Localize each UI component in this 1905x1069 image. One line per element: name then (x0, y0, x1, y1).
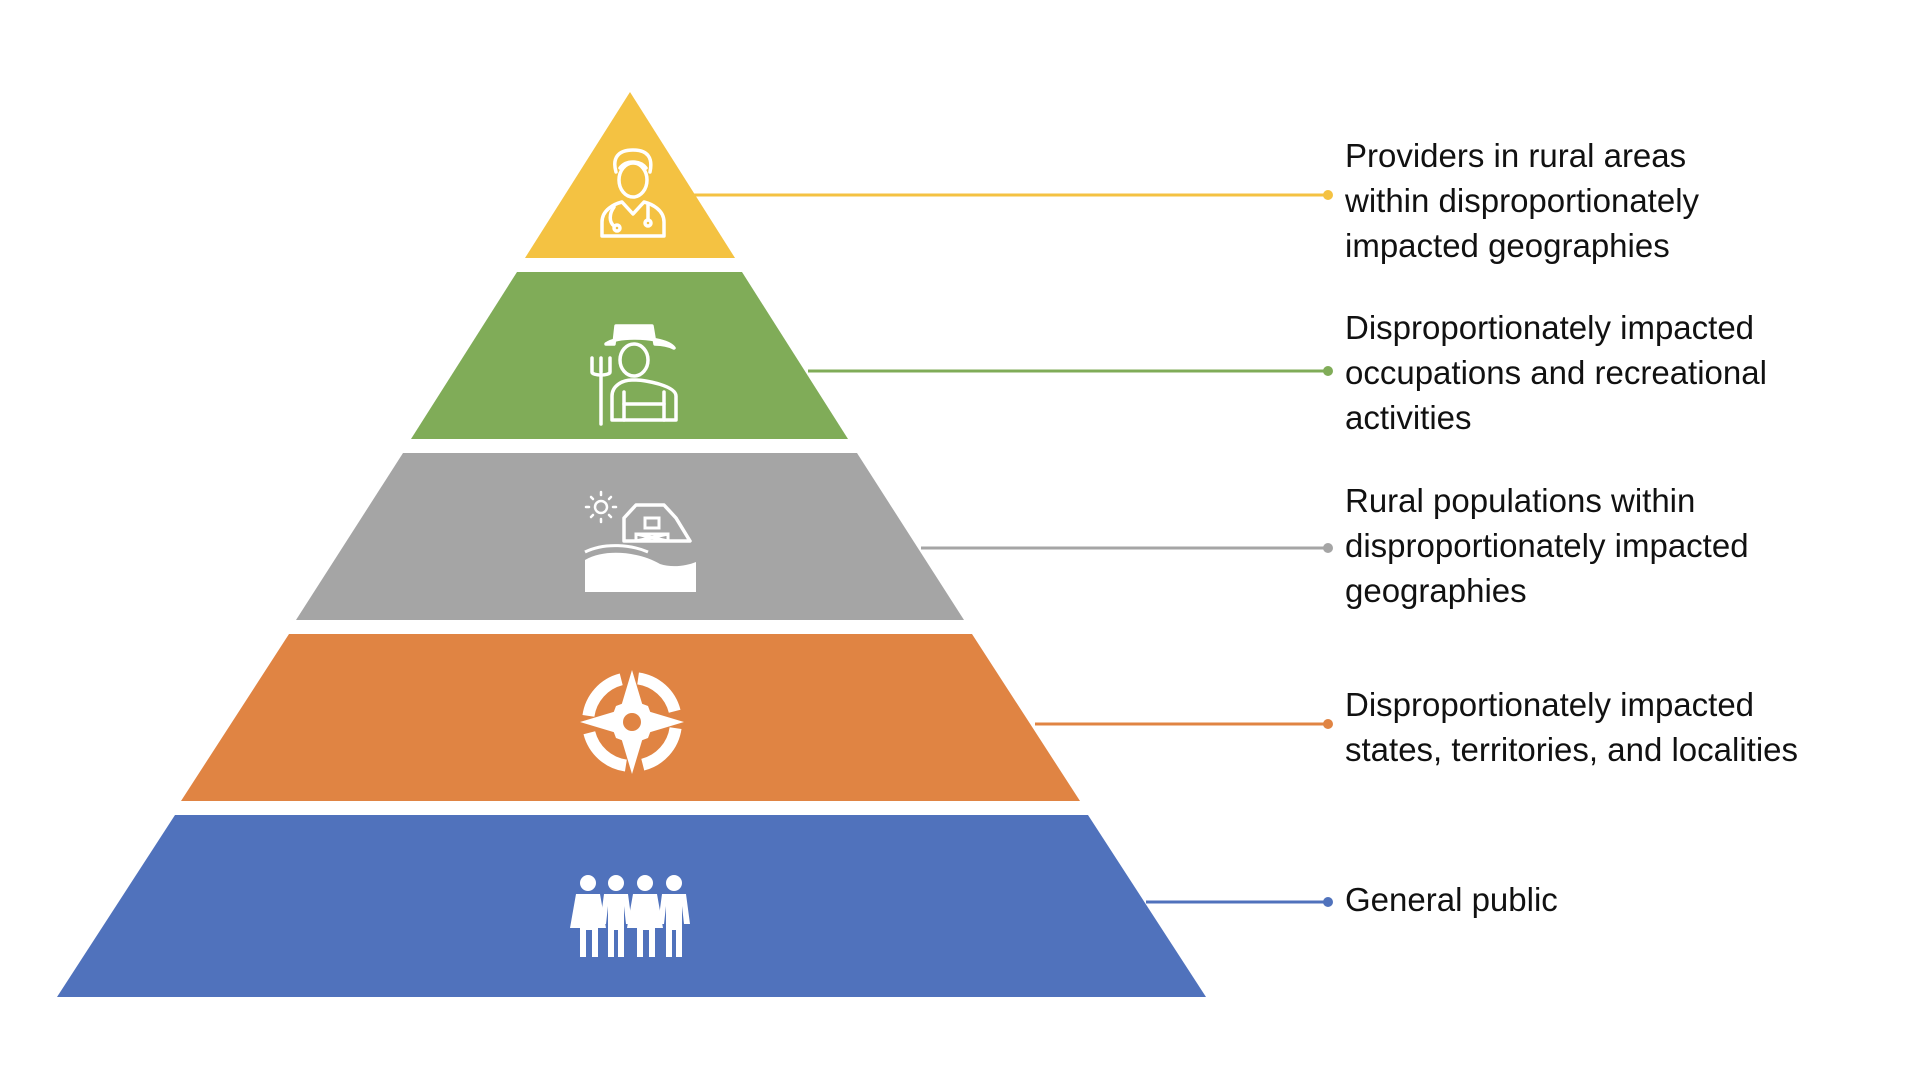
farmer-icon (590, 324, 678, 426)
barn-icon (584, 490, 696, 592)
tier-label-providers: Providers in rural areas within dispropo… (1345, 137, 1700, 264)
tier-label-states: Disproportionately impacted states, terr… (1345, 686, 1799, 768)
pyramid-tier-top (525, 92, 735, 258)
connector-dot-second (1323, 366, 1333, 376)
tier-label-rural-populations: Rural populations within disproportionat… (1345, 482, 1749, 609)
connector-dot-fourth (1323, 719, 1333, 729)
pyramid-tier-second (411, 272, 848, 439)
tier-label-occupations: Disproportionately impacted occupations … (1345, 309, 1767, 436)
connector-dot-bottom (1323, 897, 1333, 907)
healthcare-provider-icon (600, 148, 666, 238)
connector-dot-top (1323, 190, 1333, 200)
tier-label-general-public: General public (1345, 881, 1558, 918)
compass-icon (580, 670, 684, 774)
people-group-icon (570, 875, 690, 957)
connector-dot-third (1323, 543, 1333, 553)
pyramid-tier-third (296, 453, 964, 620)
